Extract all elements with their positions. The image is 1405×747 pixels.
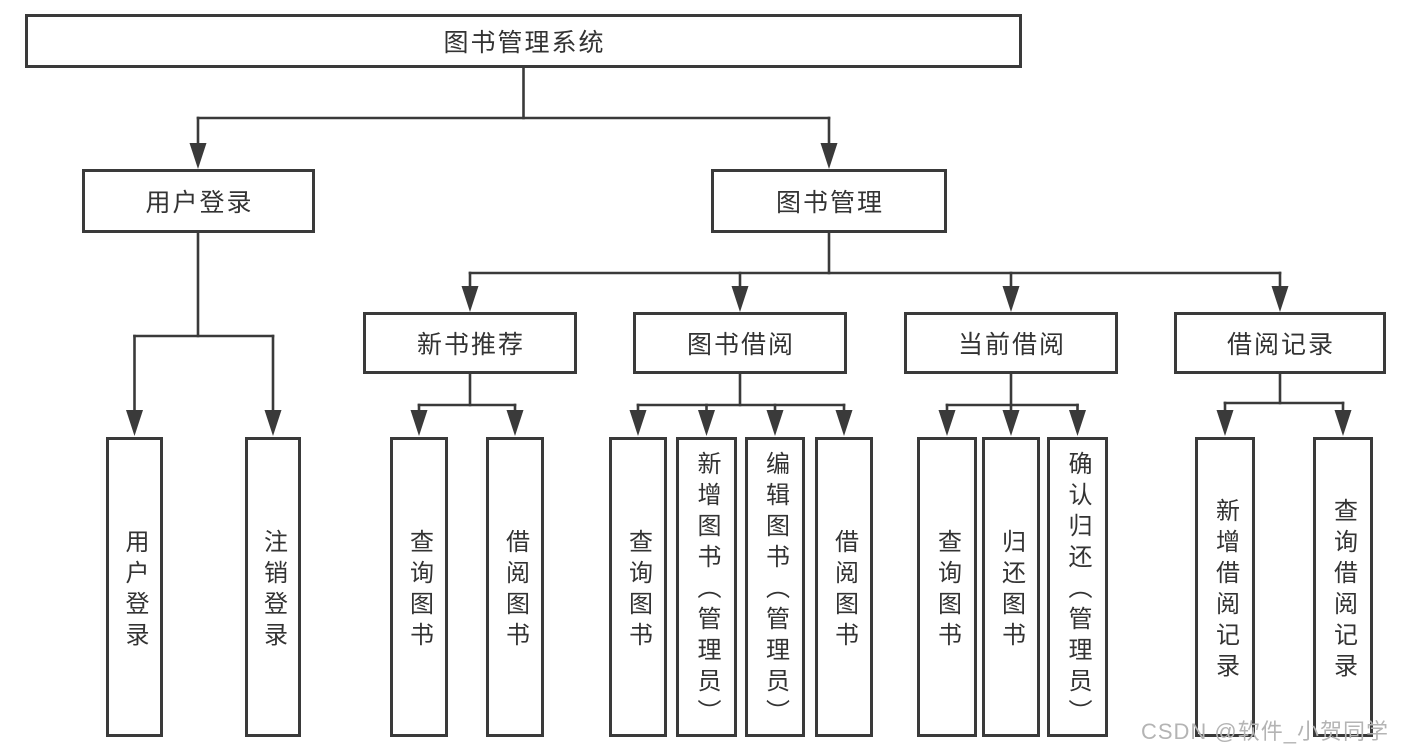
node-current-borrow-label: 当前借阅 [957, 331, 1066, 359]
node-current-borrow: 当前借阅 [904, 312, 1118, 374]
leaf-borrow-books: 借阅图书 [815, 437, 873, 737]
leaf-borrow-books-recommend: 借阅图书 [486, 437, 544, 737]
leaf-borrow-books-recommend-label: 借阅图书 [501, 528, 529, 653]
node-book-borrow-label: 图书借阅 [686, 331, 795, 359]
leaf-user-login: 用户登录 [106, 437, 163, 737]
watermark: CSDN @软件_小贺同学 [1140, 719, 1389, 744]
node-root-label: 图书管理系统 [443, 29, 606, 57]
leaf-confirm-return-admin-label: 确认归还（管理员） [1064, 451, 1091, 730]
leaf-return-book-label: 归还图书 [997, 528, 1025, 653]
node-user-login: 用户登录 [82, 169, 315, 233]
leaf-add-book-admin: 新增图书（管理员） [676, 437, 737, 737]
node-user-login-label: 用户登录 [145, 189, 254, 217]
leaf-return-book: 归还图书 [982, 437, 1040, 737]
node-new-book-recommend: 新书推荐 [363, 312, 577, 374]
leaf-user-login-label: 用户登录 [121, 528, 148, 653]
leaf-edit-book-admin: 编辑图书（管理员） [745, 437, 805, 737]
leaf-logout-label: 注销登录 [259, 528, 287, 653]
leaf-query-books-current-label: 查询图书 [933, 528, 961, 653]
leaf-add-book-admin-label: 新增图书（管理员） [693, 451, 720, 730]
leaf-query-books-borrow: 查询图书 [609, 437, 667, 737]
leaf-query-books-current: 查询图书 [917, 437, 977, 737]
leaf-borrow-books-label: 借阅图书 [830, 528, 858, 653]
node-root: 图书管理系统 [25, 14, 1022, 68]
node-borrow-records-label: 借阅记录 [1226, 331, 1335, 359]
leaf-query-books-recommend: 查询图书 [390, 437, 448, 737]
leaf-confirm-return-admin: 确认归还（管理员） [1047, 437, 1108, 737]
node-book-management-label: 图书管理 [775, 189, 884, 217]
leaf-add-borrow-record-label: 新增借阅记录 [1211, 497, 1239, 684]
leaf-query-borrow-record-label: 查询借阅记录 [1329, 497, 1357, 684]
leaf-query-books-recommend-label: 查询图书 [405, 528, 433, 653]
node-book-management: 图书管理 [711, 169, 947, 233]
leaf-query-borrow-record: 查询借阅记录 [1313, 437, 1373, 737]
leaf-add-borrow-record: 新增借阅记录 [1195, 437, 1255, 737]
leaf-logout: 注销登录 [245, 437, 301, 737]
node-book-borrow: 图书借阅 [633, 312, 847, 374]
node-borrow-records: 借阅记录 [1174, 312, 1386, 374]
leaf-query-books-borrow-label: 查询图书 [624, 528, 652, 653]
leaf-edit-book-admin-label: 编辑图书（管理员） [761, 451, 789, 730]
node-new-book-recommend-label: 新书推荐 [416, 331, 525, 359]
